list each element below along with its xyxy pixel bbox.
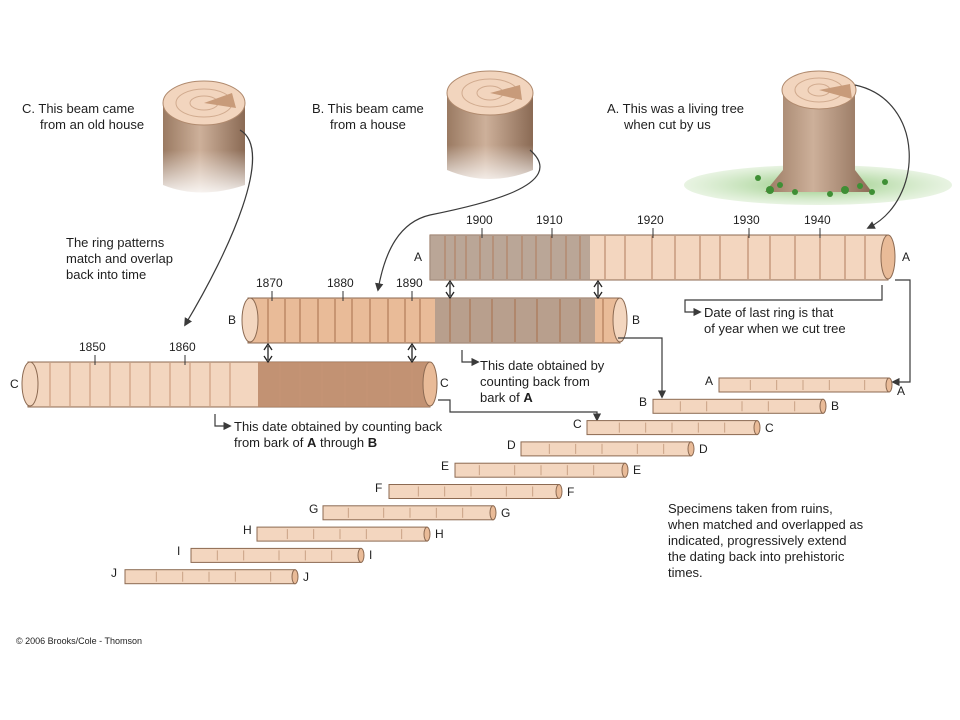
specimen-label-right-g: G	[501, 505, 511, 520]
specimen-beam-i	[190, 547, 362, 563]
beam-b-label-right: B	[632, 313, 641, 327]
specimen-beam-end-d	[687, 441, 695, 457]
date-b-line3: bark of A	[480, 390, 533, 405]
caption-c-line1: C. This beam came	[22, 101, 135, 116]
specimen-beam-e	[454, 462, 626, 478]
specimen-beam-a	[718, 377, 890, 393]
specimen-beam-d	[520, 441, 692, 457]
caption-a-line2: when cut by us	[624, 117, 711, 132]
specimen-beam-end-b	[819, 398, 827, 414]
beam-a-label-right: A	[902, 250, 911, 264]
caption-b-line2: from a house	[330, 117, 406, 132]
stump-c	[160, 80, 250, 200]
specimen-beam-f	[388, 484, 560, 499]
specimen-beam-end-e	[621, 462, 629, 478]
year-tick-marks	[94, 228, 821, 365]
specimen-beam-end-g	[489, 505, 497, 521]
specimen-label-right-h: H	[435, 527, 444, 542]
beam-b-label-left: B	[228, 313, 237, 327]
year-label: 1890	[396, 276, 423, 290]
date-b-line1: This date obtained by	[480, 358, 605, 373]
stump-b	[443, 70, 537, 190]
year-label: 1850	[79, 340, 106, 354]
specimen-beam-end-j	[291, 569, 299, 585]
caption-a-line1: A. This was a living tree	[607, 101, 745, 116]
specimen-label-left-e: E	[441, 459, 450, 474]
beam-c	[21, 361, 438, 408]
specimen-label-left-j: J	[111, 565, 117, 580]
specimen-label-right-c: C	[765, 420, 774, 435]
specimen-beam-end-h	[423, 526, 431, 542]
specimen-label-right-i: I	[369, 548, 373, 563]
specimen-label-left-d: D	[507, 437, 516, 452]
specimens-line2: when matched and overlapped as	[668, 517, 864, 532]
specimens-line3: indicated, progressively extend	[668, 533, 847, 548]
specimen-label-right-j: J	[303, 569, 309, 584]
specimens-line1: Specimens taken from ruins,	[668, 501, 833, 516]
year-label: 1910	[536, 213, 563, 227]
last-ring-line2: of year when we cut tree	[704, 321, 846, 336]
ring-match-line3: back into time	[66, 267, 147, 282]
specimen-label-right-e: E	[633, 463, 642, 478]
specimen-beam-end-a	[885, 377, 893, 393]
year-label: 1930	[733, 213, 760, 227]
date-c-line1: This date obtained by counting back	[234, 419, 443, 434]
specimen-label-right-b: B	[831, 399, 840, 414]
specimen-label-right-a: A	[897, 384, 906, 398]
specimen-label-left-a: A	[705, 374, 714, 388]
specimen-label-left-b: B	[639, 395, 648, 410]
year-label: 1920	[637, 213, 664, 227]
specimen-label-left-f: F	[375, 480, 383, 495]
ring-match-line1: The ring patterns	[66, 235, 165, 250]
beam-b	[241, 297, 628, 344]
specimens-line5: times.	[668, 565, 703, 580]
caption-c-line2: from an old house	[40, 117, 145, 132]
beam-c-label-right: C	[440, 376, 449, 390]
year-label: 1880	[327, 276, 354, 290]
year-label: 1900	[466, 213, 493, 227]
beam-a-label-left: A	[414, 250, 423, 264]
beam-c-label-left: C	[10, 377, 19, 391]
specimen-beams	[124, 377, 893, 585]
stump-a	[684, 70, 952, 205]
overlap-arrows	[263, 279, 603, 364]
specimen-label-right-f: F	[567, 484, 575, 499]
ring-match-line2: match and overlap	[66, 251, 173, 266]
specimen-label-left-g: G	[309, 501, 319, 516]
copyright-text: © 2006 Brooks/Cole - Thomson	[16, 636, 143, 646]
specimen-label-left-i: I	[177, 544, 181, 559]
year-label: 1860	[169, 340, 196, 354]
beam-a	[429, 234, 896, 281]
specimen-beam-end-i	[357, 547, 365, 563]
date-b-line2: counting back from	[480, 374, 590, 389]
specimens-line4: the dating back into prehistoric	[668, 549, 845, 564]
specimen-label-right-d: D	[699, 441, 708, 456]
date-c-line2: from bark of A through B	[234, 435, 378, 450]
specimen-label-left-c: C	[573, 416, 582, 431]
specimen-beam-b	[652, 398, 824, 414]
specimen-beam-end-f	[555, 484, 563, 499]
specimen-label-left-h: H	[243, 523, 252, 538]
specimen-beam-end-c	[753, 420, 761, 436]
year-label: 1870	[256, 276, 283, 290]
caption-b-line1: B. This beam came	[312, 101, 424, 116]
year-label: 1940	[804, 213, 831, 227]
connector-arrows	[184, 84, 911, 431]
specimen-beam-j	[124, 569, 296, 585]
last-ring-line1: Date of last ring is that	[704, 305, 834, 320]
